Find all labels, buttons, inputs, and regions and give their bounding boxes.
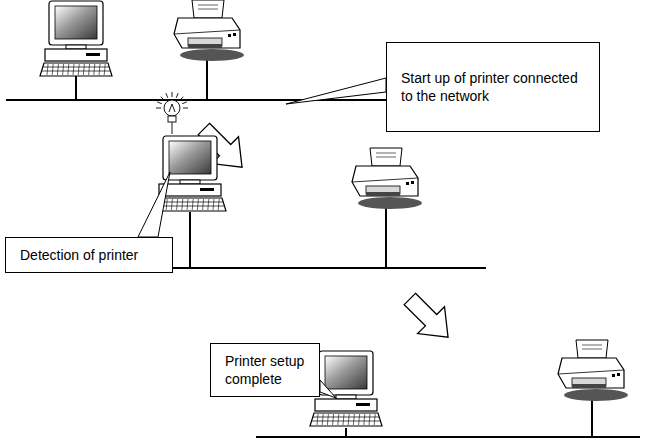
network-line bbox=[256, 436, 640, 438]
callout-text: Start up of printer connected to the net… bbox=[401, 69, 585, 105]
network-line bbox=[130, 267, 486, 269]
computer-icon bbox=[310, 351, 382, 426]
lightbulb-icon bbox=[156, 92, 188, 134]
callout-box: Printer setup complete bbox=[210, 343, 320, 397]
computer-icon bbox=[40, 1, 112, 76]
printer-icon bbox=[558, 340, 628, 401]
callout-tail bbox=[320, 380, 336, 398]
callout-box: Detection of printer bbox=[5, 237, 173, 273]
callout-tail bbox=[138, 172, 170, 237]
callout-text: Printer setup complete bbox=[225, 352, 305, 388]
printer-icon bbox=[352, 148, 422, 209]
callout-tail bbox=[286, 78, 386, 104]
step-arrow bbox=[396, 286, 461, 351]
printer-icon bbox=[174, 0, 244, 61]
callout-text: Detection of printer bbox=[20, 246, 138, 264]
callout-box: Start up of printer connected to the net… bbox=[386, 42, 600, 132]
network-line bbox=[6, 99, 420, 101]
